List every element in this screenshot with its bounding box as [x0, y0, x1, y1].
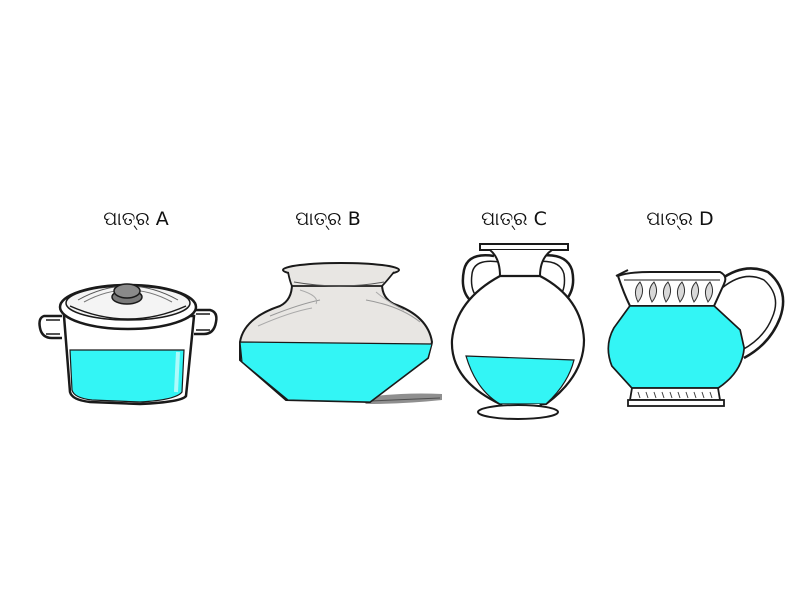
vessel-c-label: ପାତ୍ର C: [481, 208, 547, 230]
vessel-b-pot: [239, 262, 442, 404]
vessel-b-label: ପାତ୍ର B: [295, 208, 361, 230]
vessel-d-label: ପାତ୍ର D: [646, 208, 714, 230]
vessel-d-jug: [607, 267, 785, 407]
vessel-c-water: [465, 355, 575, 405]
vessel-a-pot: [38, 283, 218, 406]
vessel-a-label: ପାତ୍ର A: [103, 208, 169, 230]
vessel-d-water: [607, 305, 745, 389]
vessel-b-water: [239, 341, 433, 403]
vessel-c-amphora: [450, 243, 586, 420]
vessel-a-water: [69, 349, 185, 403]
